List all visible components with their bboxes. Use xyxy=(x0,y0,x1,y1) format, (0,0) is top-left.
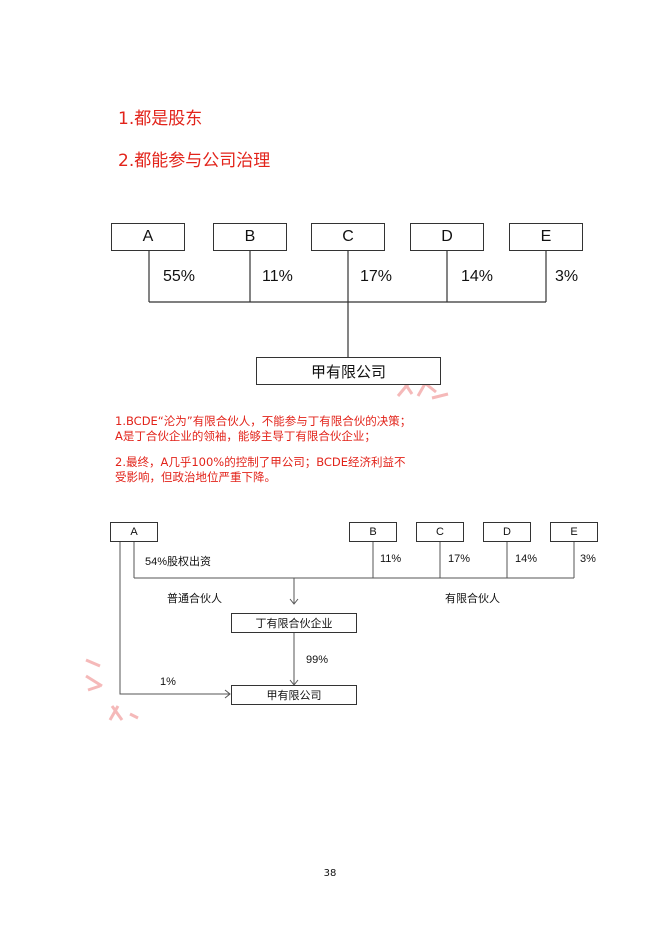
share-direct-a: 1% xyxy=(160,676,176,688)
partner2-box-b: B xyxy=(349,522,397,542)
heading-governance: 2.都能参与公司治理 xyxy=(118,151,271,171)
share-d: 14% xyxy=(461,268,494,285)
note-2: 2.最终，A几乎100%的控制了甲公司；BCDE经济利益不 受影响，但政治地位严… xyxy=(115,455,406,484)
share2-a: 54%股权出资 xyxy=(145,556,212,568)
page-number: 38 xyxy=(323,868,337,879)
partner-box-b: B xyxy=(213,223,287,251)
partner-box-a: A xyxy=(111,223,185,251)
share2-e: 3% xyxy=(580,553,596,565)
partner2-box-c: C xyxy=(416,522,464,542)
company2-box-jia: 甲有限公司 xyxy=(231,685,357,705)
partnership-box-ding: 丁有限合伙企业 xyxy=(231,613,357,633)
partner-box-e: E xyxy=(509,223,583,251)
general-partner-label: 普通合伙人 xyxy=(167,592,222,605)
company-box-jia: 甲有限公司 xyxy=(256,357,441,385)
partner-box-d: D xyxy=(410,223,484,251)
note-1: 1.BCDE“沦为”有限合伙人，不能参与丁有限合伙的决策； A是丁合伙企业的领袖… xyxy=(115,414,412,443)
share-b: 11% xyxy=(262,268,293,285)
partner-box-c: C xyxy=(311,223,385,251)
share-c: 17% xyxy=(360,268,393,285)
partner2-box-d: D xyxy=(483,522,531,542)
share-e: 3% xyxy=(555,268,579,285)
share-partnership: 99% xyxy=(306,654,329,666)
share2-b: 11% xyxy=(380,553,402,565)
heading-shareholders: 1.都是股东 xyxy=(118,109,203,129)
limited-partner-label: 有限合伙人 xyxy=(445,592,500,605)
share2-c: 17% xyxy=(448,553,471,565)
partner2-box-a: A xyxy=(110,522,158,542)
share2-d: 14% xyxy=(515,553,538,565)
partner2-box-e: E xyxy=(550,522,598,542)
share-a: 55% xyxy=(163,268,196,285)
